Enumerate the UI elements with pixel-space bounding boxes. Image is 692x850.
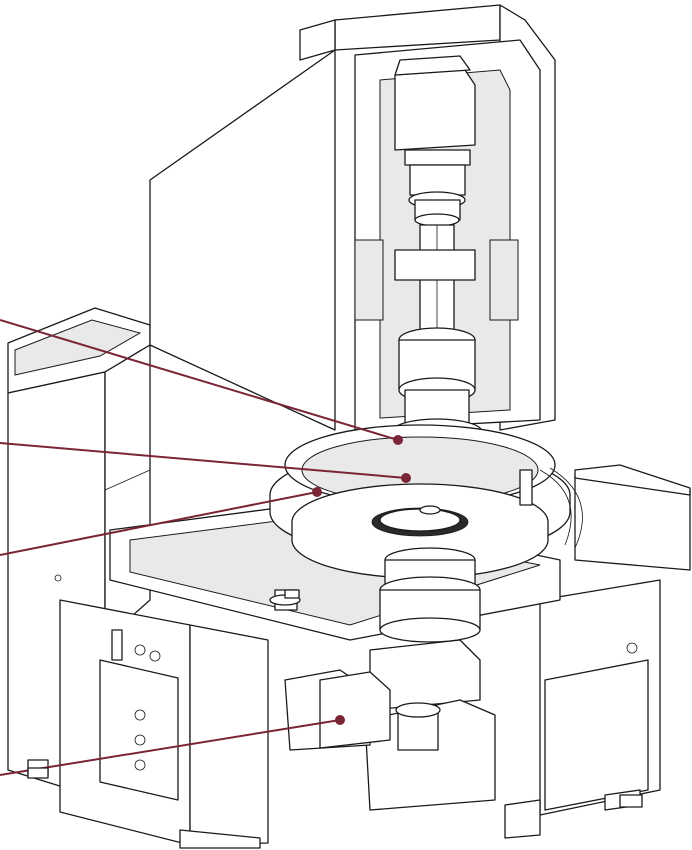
front-frame — [27, 599, 269, 849]
callout-dot-3-icon — [312, 487, 322, 497]
callout-dot-2-icon — [401, 473, 411, 483]
top-motor — [394, 55, 476, 227]
upper-housing — [149, 4, 556, 431]
callout-leaders — [0, 319, 407, 776]
callout-dot-1-icon — [393, 435, 403, 445]
feet — [27, 589, 643, 808]
callout-dot-4-icon — [335, 715, 345, 725]
lower-drive — [269, 547, 496, 811]
